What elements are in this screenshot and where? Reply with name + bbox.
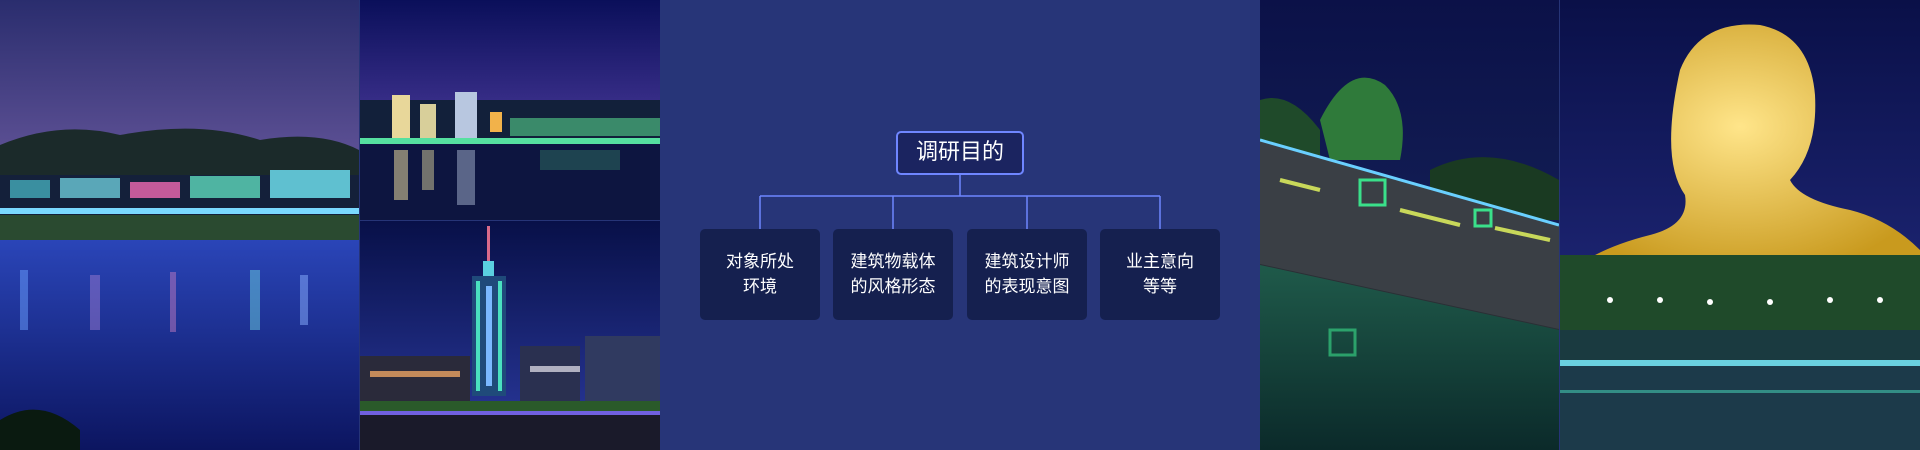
photo-lit-tower — [360, 221, 660, 450]
node-line-1: 建筑物载体 — [850, 251, 936, 272]
node-line-2: 的风格形态 — [850, 276, 936, 297]
node-line-2: 的表现意图 — [984, 276, 1070, 297]
node-line-1: 业主意向 — [1126, 251, 1194, 272]
node-line-2: 等等 — [1143, 276, 1177, 297]
tree-connectors — [759, 175, 1161, 229]
photo-lit-stone-wall — [1260, 0, 1559, 450]
diagram-node-architect-intent: 建筑设计师 的表现意图 — [967, 229, 1087, 320]
photo-golden-statue — [1560, 0, 1920, 450]
diagram-node-building-style: 建筑物载体 的风格形态 — [833, 229, 953, 320]
node-line-2: 环境 — [743, 276, 777, 297]
diagram-node-environment: 对象所处 环境 — [700, 229, 820, 320]
node-line-1: 对象所处 — [726, 251, 794, 272]
diagram-title: 调研目的 — [896, 131, 1024, 175]
diagram-panel: 调研目的 对象所处 环境 建筑物载体 的风格形态 建筑设计师 的表现意图 业主意… — [660, 0, 1260, 450]
photo-river-night-town — [0, 0, 359, 450]
diagram-node-owner-intent: 业主意向 等等 — [1100, 229, 1220, 320]
photo-waterfront-skyline — [360, 0, 660, 220]
node-line-1: 建筑设计师 — [984, 251, 1070, 272]
